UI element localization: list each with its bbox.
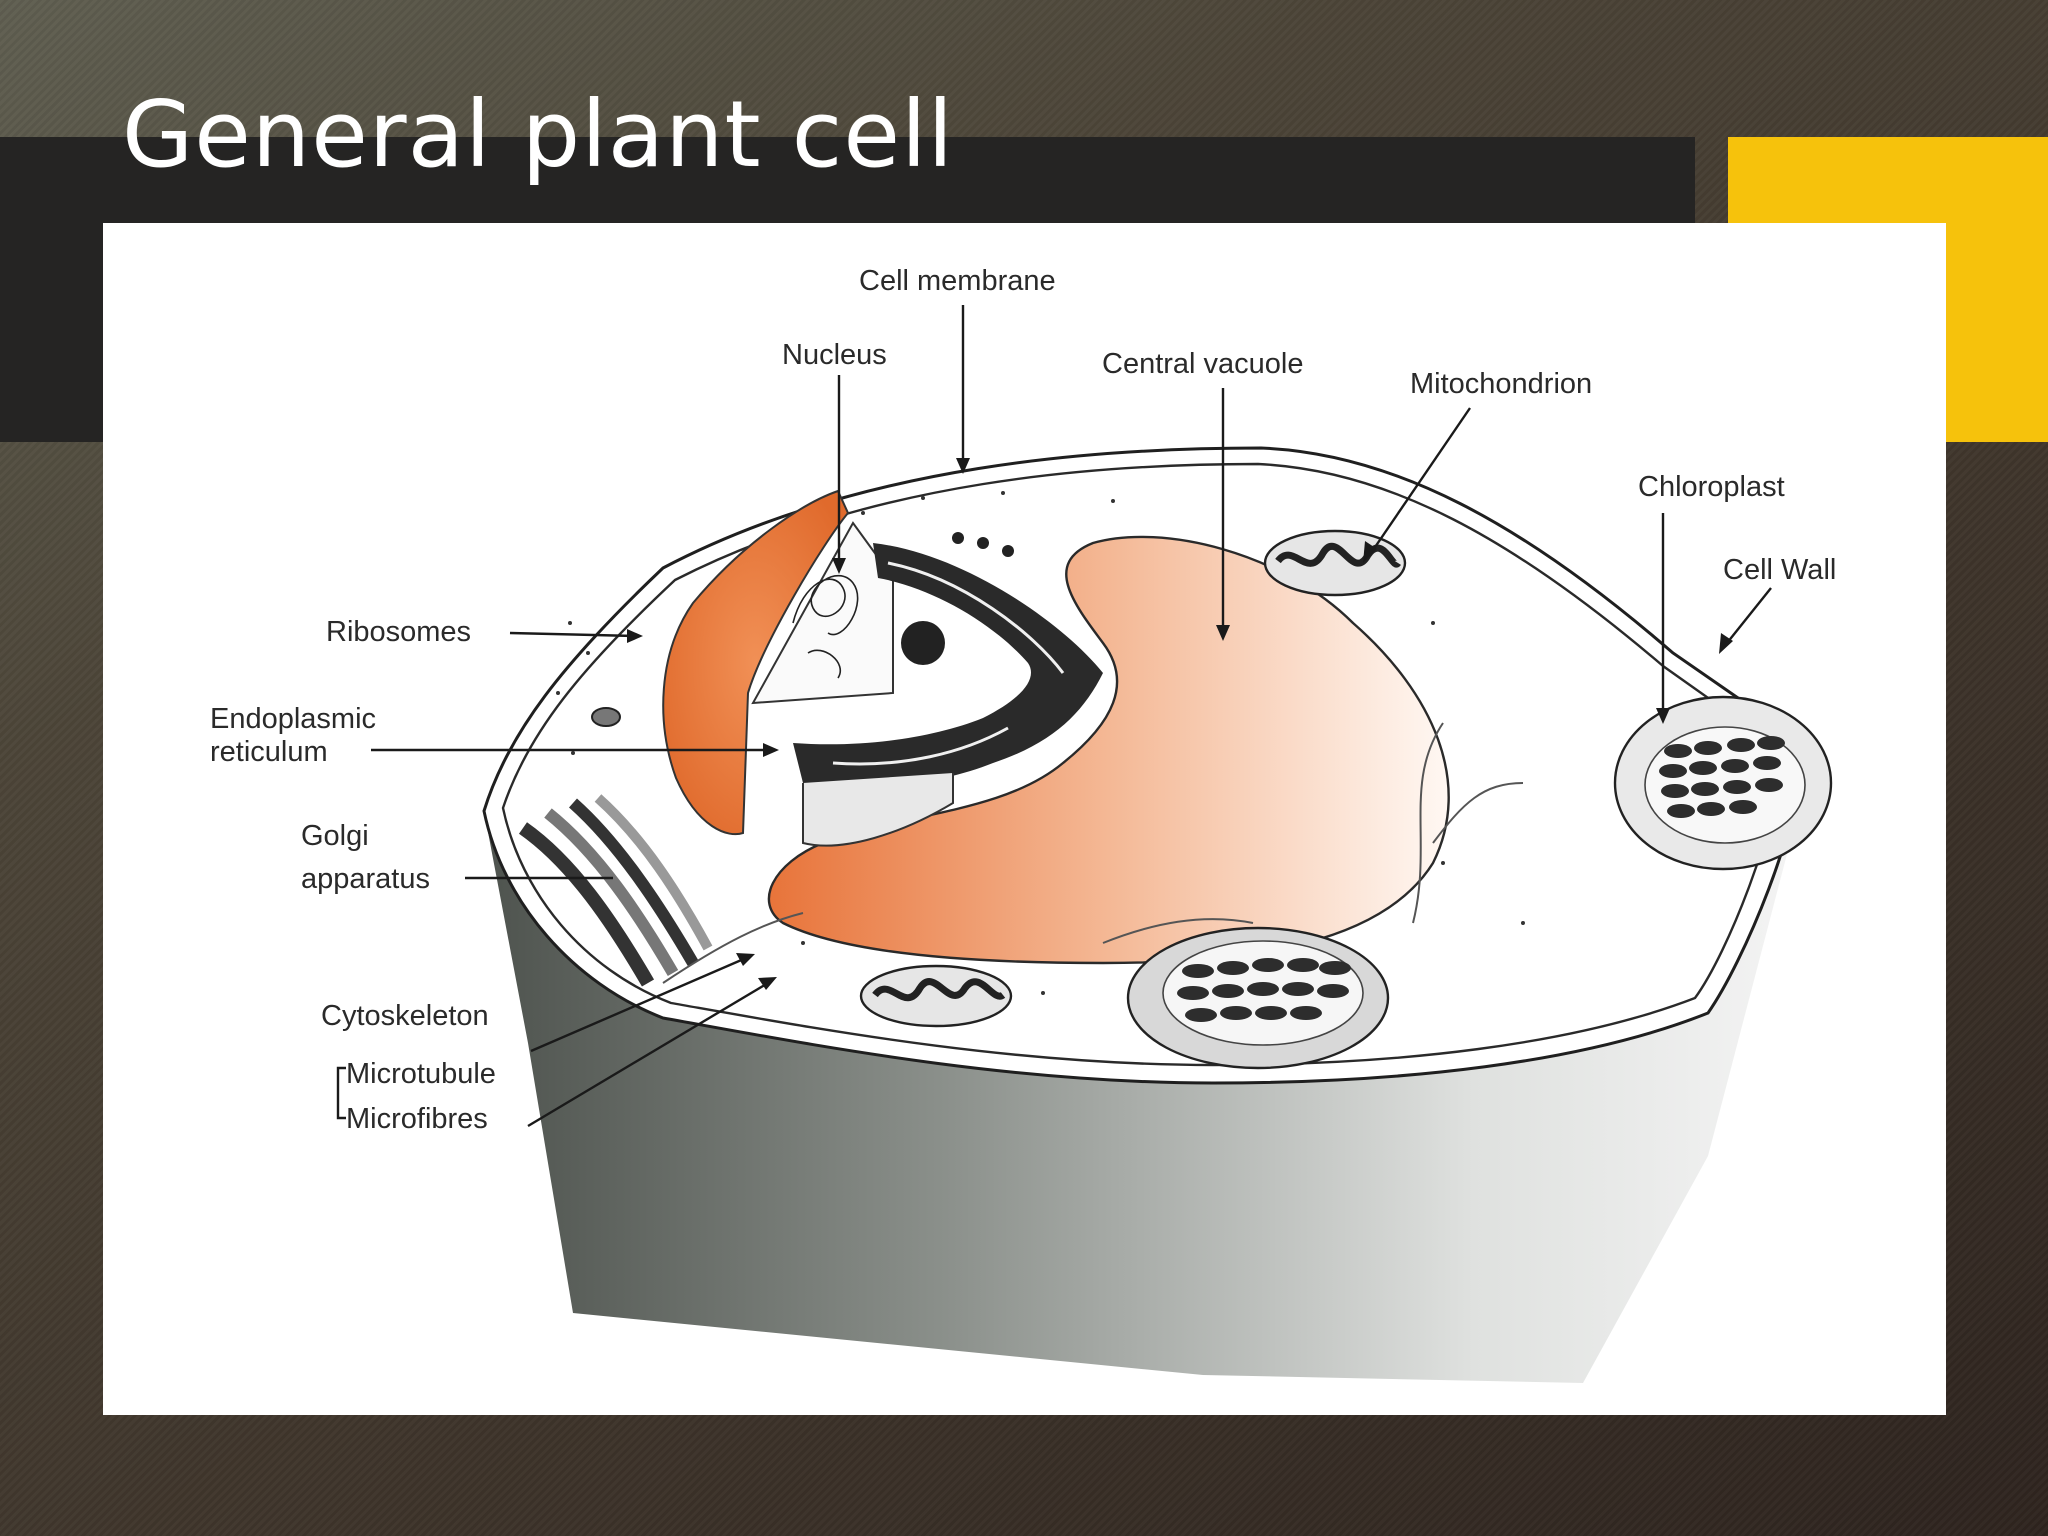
label-reticulum: reticulum bbox=[210, 736, 328, 768]
nucleus bbox=[662, 489, 850, 836]
mitochondrion-top bbox=[1263, 529, 1407, 597]
label-microfibres: Microfibres bbox=[346, 1103, 488, 1135]
label-cell-membrane: Cell membrane bbox=[859, 265, 1056, 297]
endoplasmic-reticulum bbox=[793, 532, 1103, 847]
label-chloroplast: Chloroplast bbox=[1638, 471, 1785, 503]
chloroplast-bottom bbox=[1126, 926, 1390, 1070]
label-cell-wall: Cell Wall bbox=[1723, 554, 1836, 586]
diagram-panel: Cell membrane Nucleus Central vacuole Mi… bbox=[103, 223, 1946, 1415]
slide-title: General plant cell bbox=[122, 81, 955, 188]
cytoskeleton-filaments bbox=[662, 722, 1524, 984]
central-vacuole bbox=[767, 535, 1450, 965]
label-apparatus: apparatus bbox=[301, 863, 430, 895]
nucleolus bbox=[901, 621, 945, 665]
label-endoplasmic: Endoplasmic bbox=[210, 703, 376, 735]
label-microtubule: Microtubule bbox=[346, 1058, 496, 1090]
label-central-vacuole: Central vacuole bbox=[1102, 348, 1304, 380]
mitochondrion-bottom bbox=[859, 964, 1013, 1028]
chromatin bbox=[792, 575, 859, 679]
golgi-apparatus bbox=[518, 794, 713, 987]
label-mitochondrion: Mitochondrion bbox=[1410, 368, 1592, 400]
label-cytoskeleton: Cytoskeleton bbox=[321, 1000, 489, 1032]
plant-cell-diagram: Cell membrane Nucleus Central vacuole Mi… bbox=[210, 265, 1836, 1383]
label-ribosomes: Ribosomes bbox=[326, 616, 471, 648]
vesicle bbox=[591, 707, 621, 727]
label-golgi: Golgi bbox=[301, 820, 369, 852]
leader-lines bbox=[336, 305, 1772, 1128]
label-nucleus: Nucleus bbox=[782, 339, 887, 371]
chloroplast-right bbox=[1613, 695, 1833, 871]
